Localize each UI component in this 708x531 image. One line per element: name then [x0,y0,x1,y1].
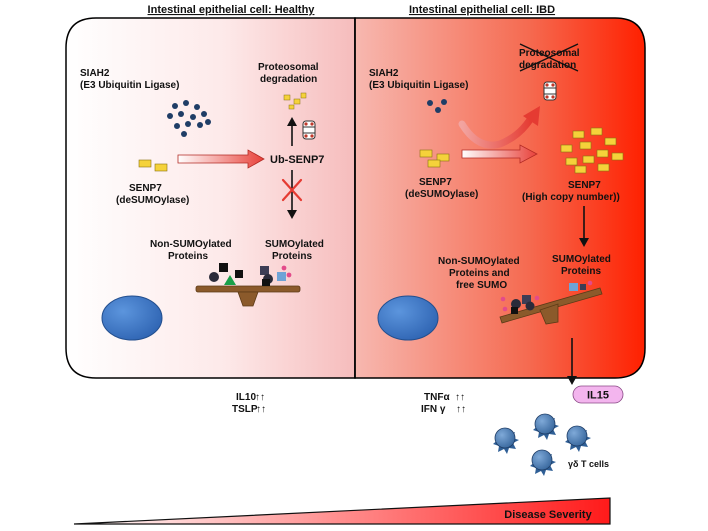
healthy-senp7-sublabel: (deSUMOylase) [116,195,189,206]
tnfa-arrows: ↑↑ [455,392,465,403]
disease-severity-wedge [73,497,611,525]
healthy-sumo-sublabel: Proteins [272,251,312,262]
il10-arrows: ↑↑ [255,392,265,403]
ibd-degradation-cross-icon [519,43,579,72]
gd-t-cells [493,413,591,476]
ibd-sumo-label: SUMOylated [552,254,611,265]
ibd-panel-title: Intestinal epithelial cell: IBD [409,4,555,16]
ibd-non-sumo-label: Non-SUMOylated [438,256,520,267]
t-cell-icon [533,413,559,440]
ibd-senp7-high-squares [560,127,624,174]
ibd-proteasomal-label: Proteosomal [519,48,580,59]
ibd-straight-arrow [461,144,538,164]
ibd-balance-scale [499,287,603,325]
healthy-up-arrow [287,117,297,146]
ibd-sumo-proteins [569,280,593,291]
ibd-senp7-high-label: SENP7 [568,180,601,191]
healthy-senp7-label: SENP7 [129,183,162,194]
ibd-sumo-sublabel: Proteins [561,266,601,277]
healthy-non-sumo-label: Non-SUMOylated [150,239,232,250]
ifng-label: IFN γ [421,404,446,415]
healthy-siah2-sublabel: (E3 Ubiquitin Ligase) [80,80,179,91]
ibd-down-arrow [579,206,589,247]
t-cell-icon [565,425,591,452]
healthy-arrow-right [177,149,265,169]
healthy-nucleus [101,295,163,341]
ibd-degradation-label: degradation [519,60,576,71]
ifng-arrows: ↑↑ [456,404,466,415]
ibd-free-sumo-label: free SUMO [456,280,507,291]
healthy-non-sumo-proteins [209,263,243,285]
ibd-nucleus [377,295,439,341]
healthy-degradation-label: degradation [260,74,317,85]
t-cell-icon [493,427,519,454]
disease-severity-label: Disease Severity [504,509,592,521]
healthy-non-sumo-sublabel: Proteins [168,251,208,262]
healthy-siah2-label: SIAH2 [80,68,110,79]
ibd-senp7-high-sublabel: (High copy number)) [522,192,620,203]
il10-label: IL10 [236,392,256,403]
healthy-siah2-dots [167,100,211,137]
tslp-label: TSLP [232,404,258,415]
ibd-siah2-sublabel: (E3 Ubiquitin Ligase) [369,80,468,91]
tslp-arrows: ↑↑ [256,404,266,415]
gd-t-cells-label: γδ T cells [568,459,609,469]
healthy-senp7-squares [138,159,168,172]
il15-down-arrow [567,338,577,385]
ibd-senp7-sublabel: (deSUMOylase) [405,189,478,200]
il15-badge: IL15 [572,385,624,404]
healthy-panel-title: Intestinal epithelial cell: Healthy [148,4,316,16]
healthy-proteasomal-label: Proteosomal [258,62,319,73]
block-cross-icon [281,178,303,202]
ibd-non-sumo-sublabel: Proteins and [449,268,510,279]
ub-senp7-label: Ub-SENP7 [270,154,324,166]
healthy-degradation-fragments [283,92,307,110]
ibd-curved-arrow [458,106,540,149]
ibd-siah2-label: SIAH2 [369,68,399,79]
tnfa-label: TNFα [424,392,450,403]
ibd-senp7-label: SENP7 [419,177,452,188]
ibd-non-sumo-proteins [500,295,540,314]
healthy-balance-scale [195,285,301,307]
ibd-proteasome-icon [543,81,557,101]
healthy-sumo-label: SUMOylated [265,239,324,250]
ibd-senp7-squares [419,149,450,168]
il15-label: IL15 [587,390,609,402]
healthy-proteasome-icon [302,120,316,140]
ibd-siah2-dots [427,99,447,113]
healthy-sumo-proteins [260,265,292,286]
t-cell-icon [530,449,556,476]
